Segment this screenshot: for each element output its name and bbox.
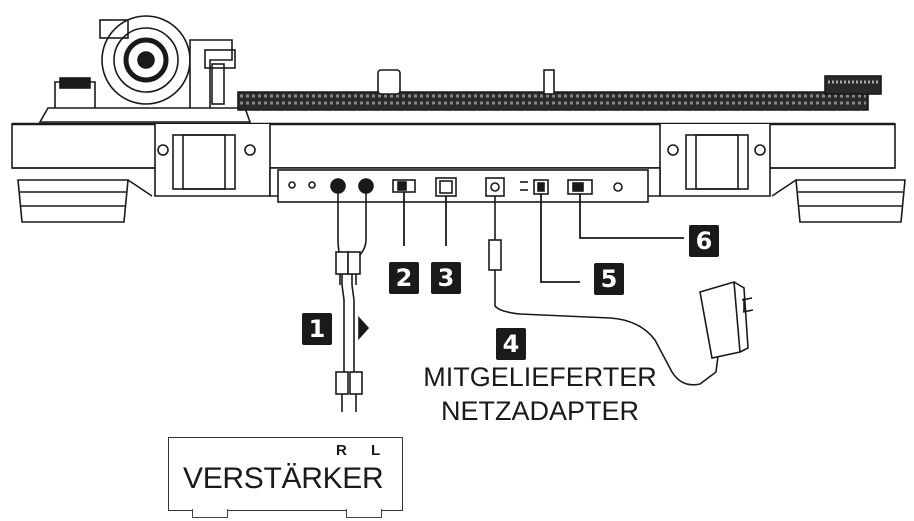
callout-4: 4 (496, 328, 526, 360)
rca-cables (335, 193, 370, 412)
callout-5: 5 (594, 263, 624, 295)
amplifier-foot-left (192, 509, 228, 518)
power-adapter-label-line1: MITGELIEFERTER (423, 362, 657, 392)
callout-2: 2 (389, 262, 419, 294)
amplifier-channel-l: L (371, 442, 381, 459)
left-hinge (157, 134, 256, 190)
callout-3: 3 (431, 262, 461, 294)
power-cable (488, 196, 754, 386)
right-foot (771, 179, 906, 223)
amplifier-foot-right (346, 509, 382, 518)
callout-6: 6 (689, 225, 719, 257)
left-foot (17, 179, 153, 223)
callout-1: 1 (302, 313, 332, 345)
right-hinge (667, 134, 766, 190)
leader-lines (403, 192, 684, 283)
connector-panel (277, 169, 649, 203)
amplifier-box: R L VERSTÄRKER (168, 437, 403, 511)
power-adapter-label-line2: NETZADAPTER (440, 396, 640, 426)
tonearm-base (38, 15, 252, 123)
power-adapter-label: MITGELIEFERTER NETZADAPTER (410, 360, 670, 428)
platter (237, 69, 882, 111)
amplifier-channel-r: R (336, 442, 347, 459)
amplifier-label: VERSTÄRKER (183, 462, 384, 495)
